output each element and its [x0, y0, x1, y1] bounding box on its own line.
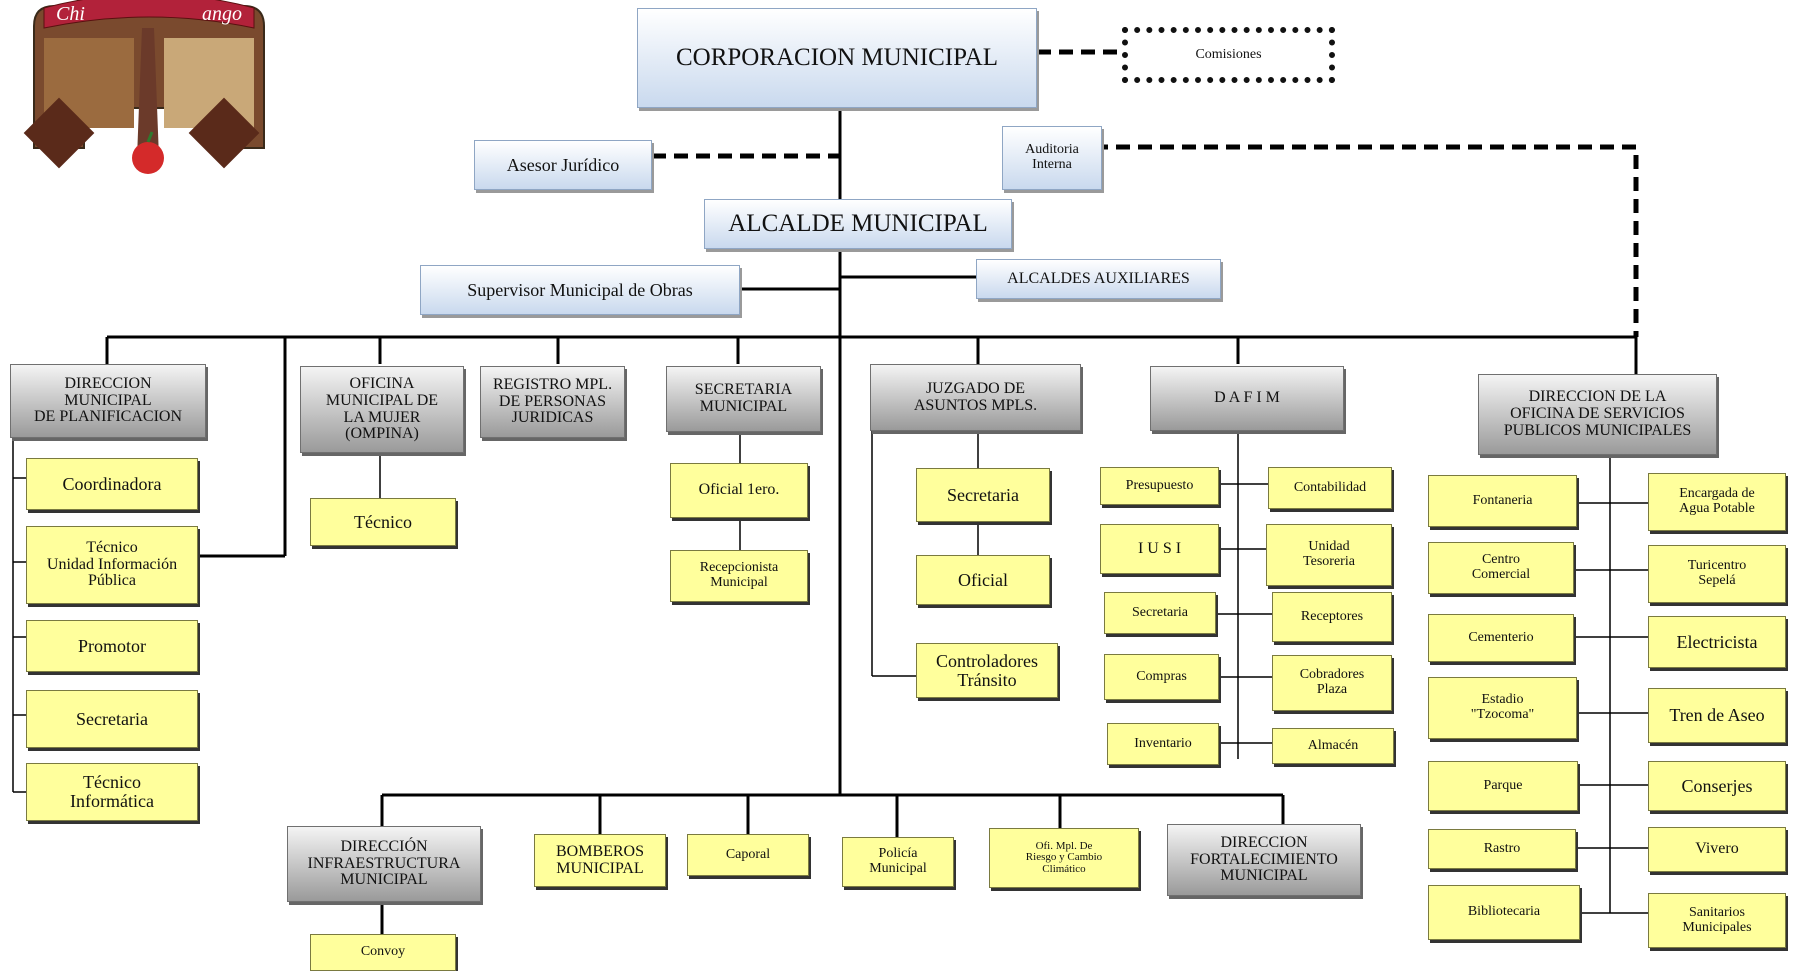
- conserjes-box: Conserjes: [1648, 761, 1786, 811]
- presupuesto-box: Presupuesto: [1100, 467, 1219, 505]
- bomberos-municipal-box: BOMBEROS MUNICIPAL: [534, 834, 666, 887]
- receptores-box: Receptores: [1272, 592, 1392, 642]
- secretaria-municipal-box: SECRETARIA MUNICIPAL: [666, 366, 821, 432]
- unidad-tesoreria-box: Unidad Tesoreria: [1266, 524, 1392, 586]
- direccion-infraestructura-box: DIRECCIÓN INFRAESTRUCTURA MUNICIPAL: [287, 826, 481, 902]
- tecnico-ompina-box: Técnico: [310, 498, 456, 546]
- inventario-box: Inventario: [1107, 723, 1219, 765]
- cementerio-box: Cementerio: [1428, 614, 1574, 662]
- ompina-box: OFICINA MUNICIPAL DE LA MUJER (OMPINA): [300, 366, 464, 453]
- auditoria-interna-box: Auditoria Interna: [1002, 126, 1102, 190]
- bibliotecaria-box: Bibliotecaria: [1428, 885, 1580, 940]
- registro-personas-juridicas-box: REGISTRO MPL. DE PERSONAS JURIDICAS: [480, 366, 625, 438]
- alcaldes-auxiliares-box: ALCALDES AUXILIARES: [976, 259, 1221, 299]
- oficial-juzgado-box: Oficial: [916, 555, 1050, 605]
- sanitarios-municipales-box: Sanitarios Municipales: [1648, 893, 1786, 948]
- supervisor-obras-box: Supervisor Municipal de Obras: [420, 265, 740, 315]
- svg-text:ango: ango: [202, 3, 242, 25]
- direccion-fortalecimiento-box: DIRECCION FORTALECIMIENTO MUNICIPAL: [1167, 824, 1361, 896]
- tecnico-informatica-box: Técnico Informática: [26, 763, 198, 821]
- svg-text:Chi: Chi: [56, 3, 85, 25]
- secretaria-juzgado-box: Secretaria: [916, 468, 1050, 522]
- coordinadora-box: Coordinadora: [26, 458, 198, 510]
- direccion-planificacion-box: DIRECCION MUNICIPAL DE PLANIFICACION: [10, 364, 206, 438]
- dafim-box: D A F I M: [1150, 366, 1344, 431]
- estadio-tzocoma-box: Estadio "Tzocoma": [1428, 677, 1577, 739]
- electricista-box: Electricista: [1648, 616, 1786, 668]
- rastro-box: Rastro: [1428, 829, 1576, 869]
- compras-box: Compras: [1104, 654, 1219, 700]
- policia-municipal-box: Policía Municipal: [842, 837, 954, 887]
- caporal-box: Caporal: [687, 834, 809, 876]
- secretaria-planificacion-box: Secretaria: [26, 690, 198, 748]
- tren-de-aseo-box: Tren de Aseo: [1648, 688, 1786, 743]
- municipal-logo: Chi ango: [23, 0, 265, 174]
- convoy-box: Convoy: [310, 934, 456, 971]
- asesor-juridico-box: Asesor Jurídico: [474, 140, 652, 190]
- direccion-servicios-publicos-box: DIRECCION DE LA OFICINA DE SERVICIOS PUB…: [1478, 374, 1717, 455]
- almacen-box: Almacén: [1272, 728, 1394, 764]
- riesgo-cambio-climatico-box: Ofi. Mpl. De Riesgo y Cambio Climático: [989, 828, 1139, 888]
- oficial-1ero-box: Oficial 1ero.: [670, 463, 808, 518]
- agua-potable-box: Encargada de Agua Potable: [1648, 473, 1786, 531]
- secretaria-dafim-box: Secretaria: [1104, 592, 1216, 634]
- recepcionista-municipal-box: Recepcionista Municipal: [670, 550, 808, 602]
- turicentro-sepela-box: Turicentro Sepelá: [1648, 545, 1786, 603]
- promotor-box: Promotor: [26, 620, 198, 672]
- parque-box: Parque: [1428, 761, 1578, 811]
- juzgado-asuntos-box: JUZGADO DE ASUNTOS MPLS.: [870, 364, 1081, 431]
- corporacion-municipal-box: CORPORACION MUNICIPAL: [637, 8, 1037, 108]
- contabilidad-box: Contabilidad: [1268, 467, 1392, 509]
- tecnico-informacion-publica-box: Técnico Unidad Información Pública: [26, 526, 198, 604]
- iusi-box: I U S I: [1100, 524, 1219, 574]
- centro-comercial-box: Centro Comercial: [1428, 542, 1574, 594]
- cobradores-plaza-box: Cobradores Plaza: [1272, 655, 1392, 711]
- comisiones-box: Comisiones: [1122, 27, 1335, 83]
- vivero-box: Vivero: [1648, 827, 1786, 872]
- alcalde-municipal-box: ALCALDE MUNICIPAL: [704, 199, 1012, 249]
- fontaneria-box: Fontaneria: [1428, 475, 1577, 527]
- controladores-transito-box: Controladores Tránsito: [916, 643, 1058, 698]
